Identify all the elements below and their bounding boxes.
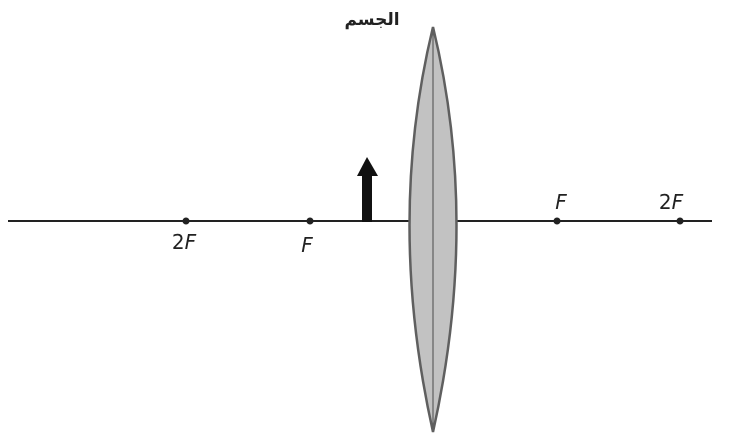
label-right-2f-letter: F [672,190,684,214]
label-right-2f: 2F [659,190,684,214]
point-right-2f [676,217,684,225]
object-arrow-shaft [362,174,372,222]
point-right-f [553,217,561,225]
label-right-2f-prefix: 2 [659,190,672,214]
point-left-f [306,217,314,225]
label-right-f: F [555,190,567,214]
label-left-2f-letter: F [185,230,197,254]
object-arrow-head [357,157,378,176]
label-left-f: F [301,233,313,257]
object-arrow [357,157,378,222]
label-left-2f: 2F [172,230,197,254]
point-left-2f [182,217,190,225]
label-left-2f-prefix: 2 [172,230,185,254]
label-object: الجسم [344,10,399,30]
